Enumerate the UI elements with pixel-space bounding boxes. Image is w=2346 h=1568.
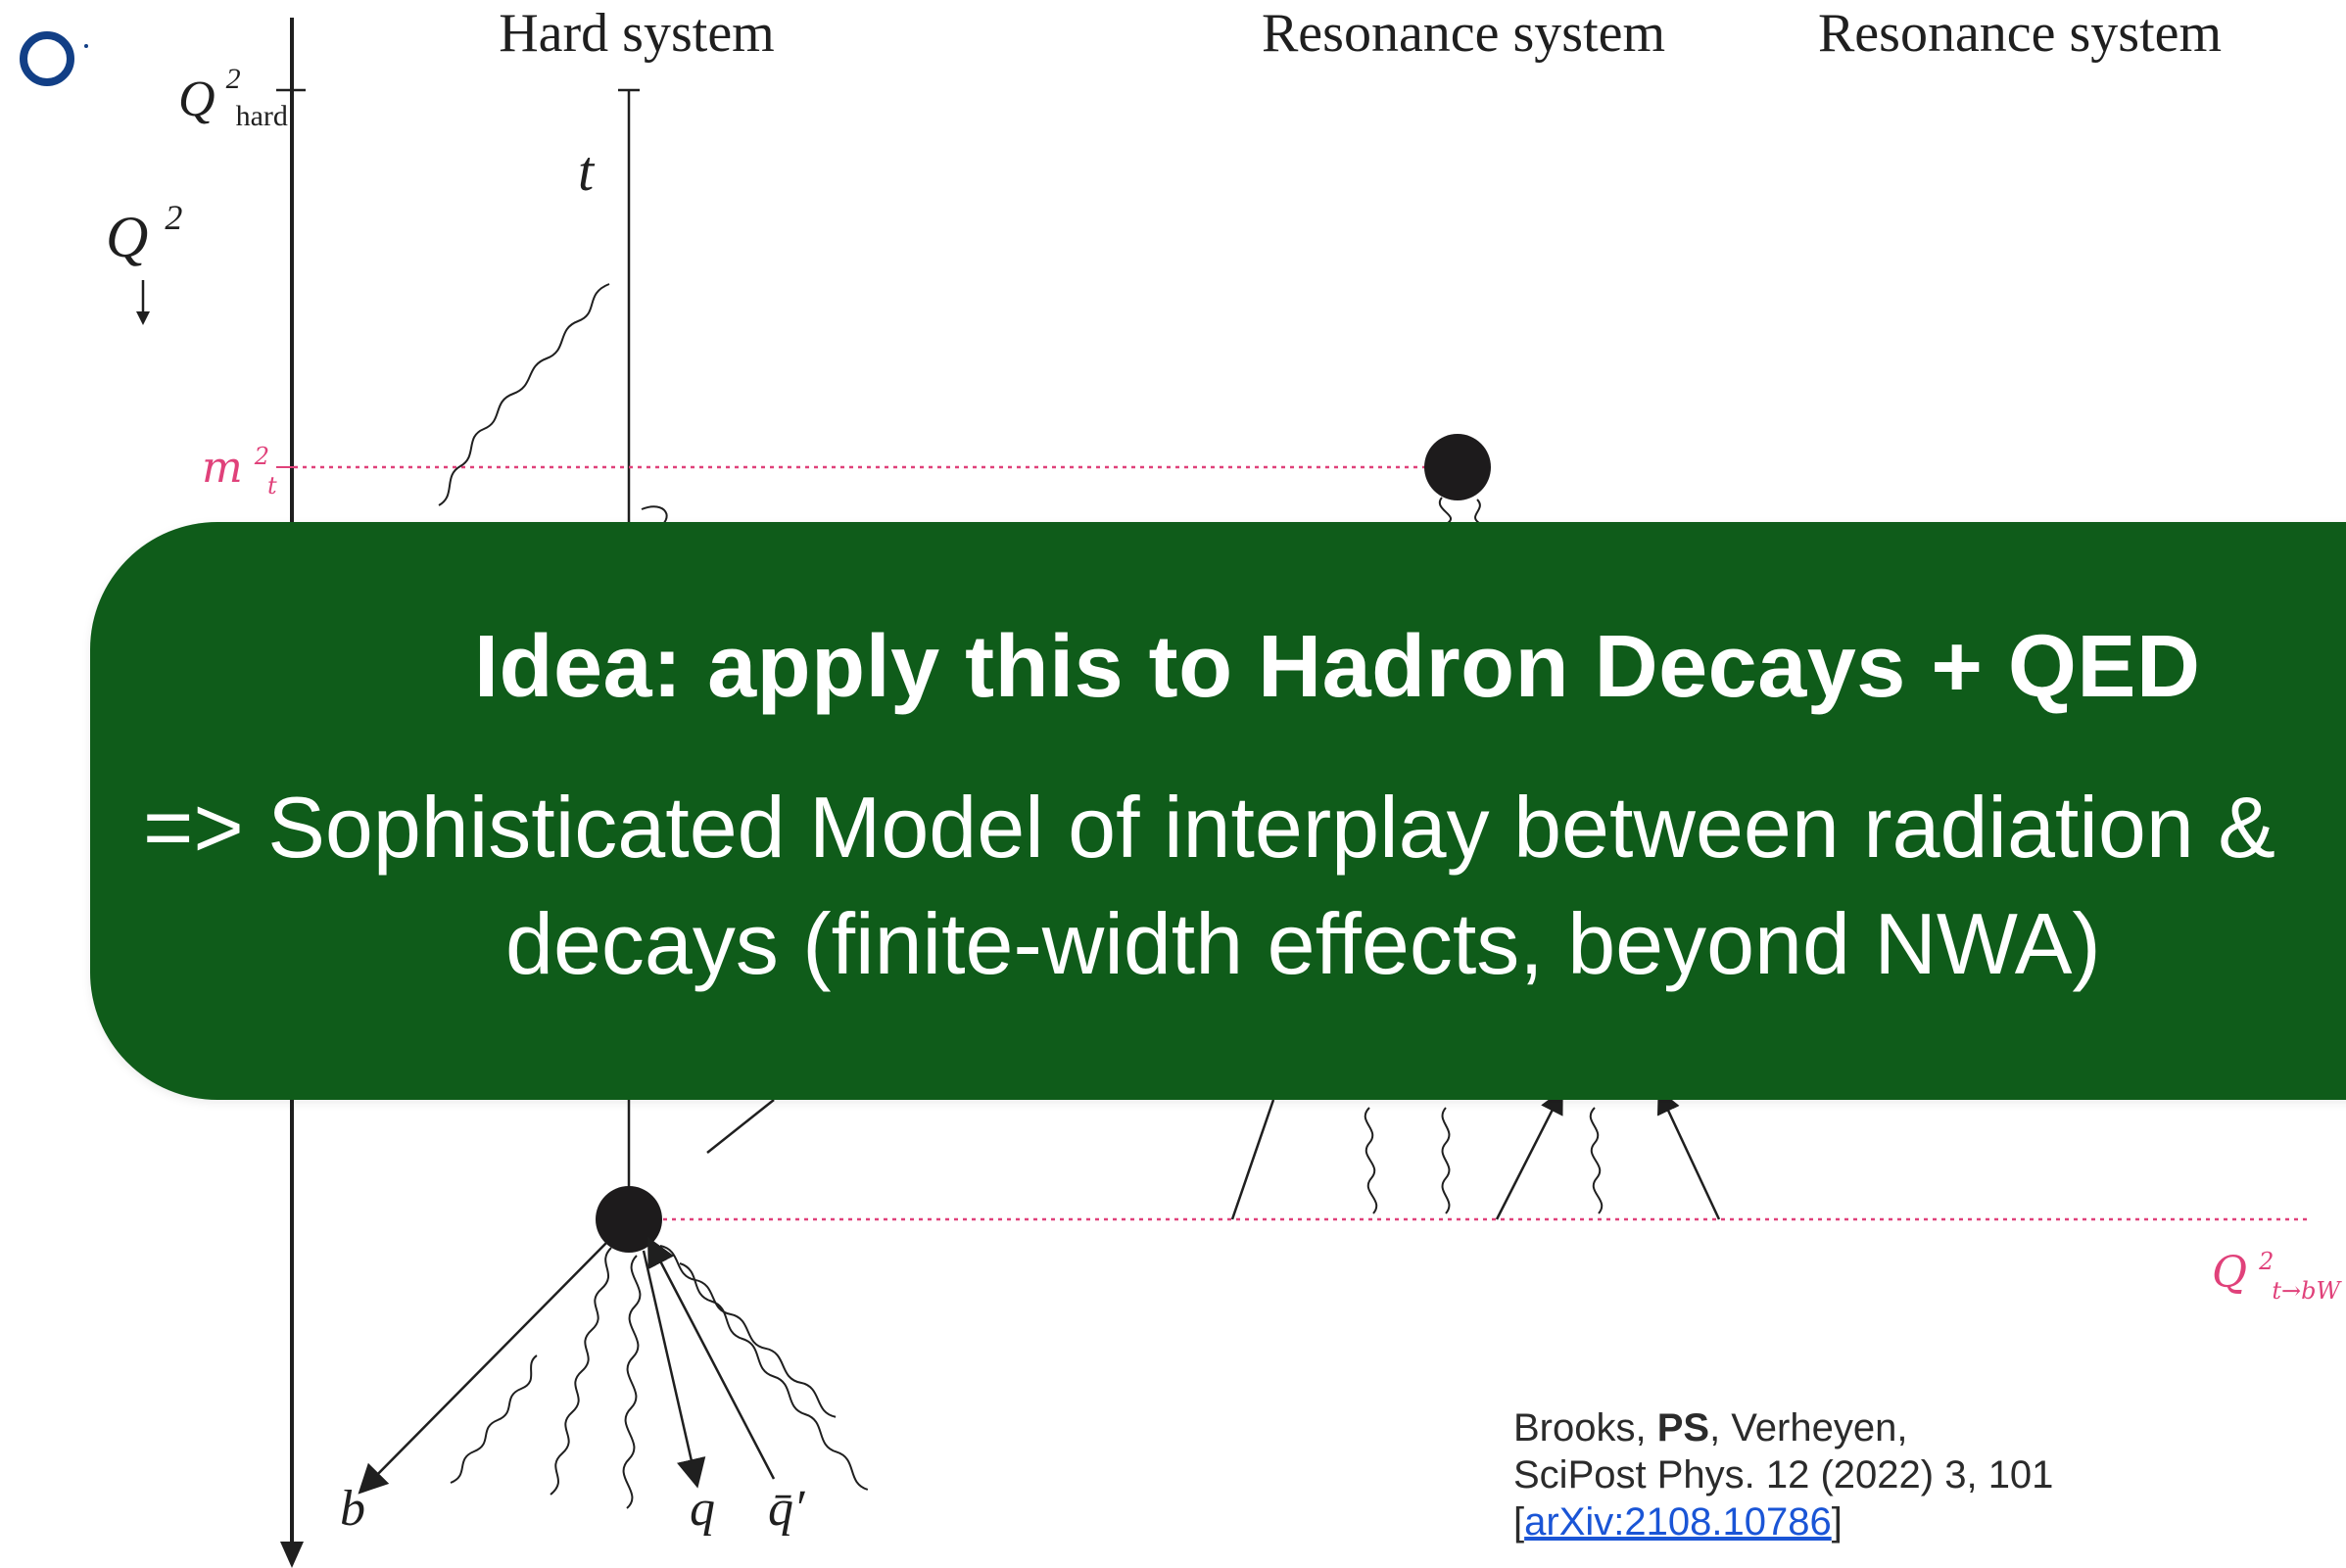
q2-axis-arrow-icon xyxy=(280,1542,304,1568)
decay-blob xyxy=(596,1186,662,1253)
q-line xyxy=(642,1250,706,1489)
ring-logo-icon xyxy=(20,31,74,86)
citation-link-close: ] xyxy=(1831,1500,1843,1544)
resonance-line-1 xyxy=(1230,1099,1275,1220)
resonance-gluon-stub xyxy=(1438,497,1452,524)
mt-superscript: 2 xyxy=(254,443,269,470)
resonance-blob xyxy=(1424,434,1491,500)
resonance-photon-stub xyxy=(1474,499,1481,524)
mt-subscript: t xyxy=(267,472,277,499)
resonance-gluon-1 xyxy=(1364,1107,1378,1214)
top-quark-label: t xyxy=(578,139,596,203)
banner-title: Idea: apply this to Hadron Decays + QED xyxy=(474,618,2201,716)
decay-gluon-2 xyxy=(450,1354,538,1484)
citation-authors-prefix: Brooks, xyxy=(1513,1406,1657,1449)
header-resonance-system-1: Resonance system xyxy=(1262,3,1665,64)
resonance-photon-1 xyxy=(1441,1107,1451,1214)
qbar-prime-label: q̄′ xyxy=(768,1481,806,1537)
qbar-line xyxy=(647,1236,776,1480)
header-hard-system: Hard system xyxy=(499,3,775,64)
hard-outgoing-line xyxy=(706,1099,775,1154)
q2-axis-superscript: 2 xyxy=(165,198,182,237)
resonance-line-2 xyxy=(1495,1088,1563,1220)
logo-dot-icon xyxy=(84,44,88,48)
citation-authors-bold: PS xyxy=(1656,1406,1710,1449)
b-quark-label: b xyxy=(340,1481,365,1537)
q2-axis-label-group: Q 2 xyxy=(106,198,182,269)
q-label: q xyxy=(690,1481,715,1537)
idea-banner: Idea: apply this to Hadron Decays + QED … xyxy=(90,522,2346,1100)
citation-link-row: [arXiv:2108.10786] xyxy=(1513,1498,2199,1545)
b-quark-line xyxy=(358,1241,608,1495)
citation-authors-suffix: , Verheyen, xyxy=(1709,1406,1908,1449)
decay-gluon-4 xyxy=(679,1262,869,1491)
header-resonance-system-2: Resonance system xyxy=(1818,3,2222,64)
mt-base: m xyxy=(202,443,243,493)
decay-gluon-1 xyxy=(550,1247,612,1496)
banner-line-1: => Sophisticated Model of interplay betw… xyxy=(143,779,2275,876)
citation-block: Brooks, PS, Verheyen, SciPost Phys. 12 (… xyxy=(1513,1404,2199,1545)
q2-hard-superscript: 2 xyxy=(226,63,241,95)
resonance-gluon-2 xyxy=(1589,1107,1604,1214)
decay-scale-label-group: Q 2 t→bW xyxy=(2212,1230,2342,1305)
banner-line-2: decays (finite-width effects, beyond NWA… xyxy=(505,895,2101,992)
decay-gluon-3 xyxy=(659,1245,837,1418)
decay-photon xyxy=(622,1255,642,1509)
q2-hard-label-group: Q 2 hard xyxy=(178,44,288,132)
hard-gluon-line xyxy=(438,283,610,506)
decay-scale-subscript: t→bW xyxy=(2272,1277,2342,1305)
decay-scale-base: Q xyxy=(2212,1248,2247,1298)
q2-axis-base: Q xyxy=(106,205,148,269)
q2-hard-base: Q xyxy=(178,71,215,127)
decay-scale-superscript: 2 xyxy=(2258,1248,2274,1275)
citation-authors: Brooks, PS, Verheyen, xyxy=(1513,1404,2199,1451)
resonance-line-3 xyxy=(1656,1088,1721,1220)
q2-direction-arrow-icon xyxy=(136,311,150,325)
citation-link-open: [ xyxy=(1513,1500,1525,1544)
mt-label-group: m 2 t xyxy=(202,425,283,499)
q2-hard-subscript: hard xyxy=(236,100,288,132)
arxiv-link[interactable]: arXiv:2108.10786 xyxy=(1524,1500,1832,1544)
citation-journal: SciPost Phys. 12 (2022) 3, 101 xyxy=(1513,1453,2054,1497)
